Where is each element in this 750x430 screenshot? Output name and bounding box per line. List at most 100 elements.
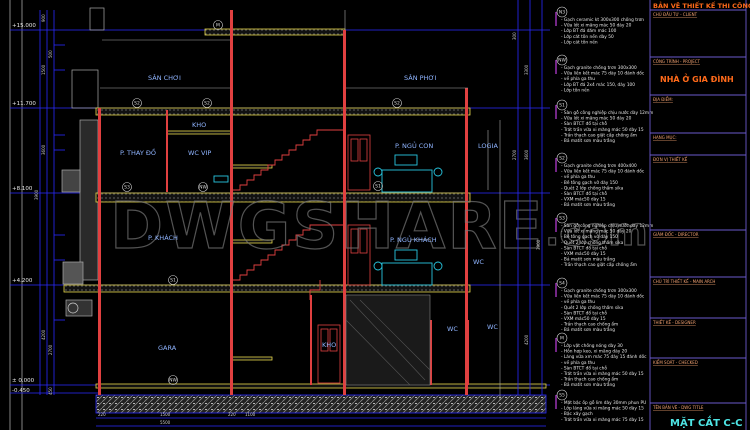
right-dimension-chain	[517, 0, 543, 395]
room-p-khach: P. KHÁCH	[148, 233, 178, 242]
svg-text:S2: S2	[134, 101, 140, 107]
watermark-logo: DWGSHARE	[110, 190, 544, 264]
floor-slabs	[63, 28, 547, 389]
note-line: - về phía ga thu	[561, 74, 595, 82]
note-line: - Bả matit sơn màu trắng	[561, 201, 615, 208]
note-block-s5: S5- Mặt bậc ốp gỗ lim dày 30mm phun PU- …	[555, 389, 646, 423]
note-line: - Láng vữa xm mác 75 dày 15 đánh dốc	[561, 353, 647, 360]
svg-text:S2: S2	[394, 101, 400, 107]
note-tag: S3	[559, 216, 565, 222]
room-kho-bottom: KHO	[322, 341, 336, 349]
note-tag: S5	[559, 393, 565, 399]
dim-text: 5500	[160, 420, 171, 425]
dim-text: 220	[98, 412, 106, 417]
note-block-m: M- Lớp vật chống nóng dày 30- Hỗn hợp ke…	[555, 332, 647, 388]
note-line: - Vữa liên kết mác 75 dày 10 đánh dốc	[561, 168, 645, 175]
dim-text: 4200	[524, 334, 529, 345]
elevation-15000: +15.000	[12, 23, 36, 29]
note-line: - Gạch granite chống trơn 300x300	[561, 287, 637, 294]
note-line: - VXM mác50 dày 15	[561, 315, 606, 322]
dim-text: 220	[228, 412, 236, 417]
floor-finish-notes: N3- Gạch ceramic kt 300x300 chống trơn- …	[555, 6, 653, 423]
room-kho-top: KHO	[192, 121, 206, 129]
project-label: CÔNG TRÌNH - PROJECT	[653, 59, 701, 64]
bottom-dimension-chain	[96, 417, 546, 427]
room-p-ngu-con: P. NGỦ CON	[395, 140, 433, 150]
dim-text: 3600	[41, 144, 46, 155]
note-line: - Bả matit sơn màu trắng	[561, 137, 615, 144]
note-line: - Vữa liên kết mác 75 dày 10 đánh dốc	[561, 70, 645, 77]
staircase	[233, 129, 343, 300]
note-line: - Sàn BTCT đổ tại chỗ	[561, 364, 607, 371]
doors	[317, 134, 371, 384]
note-line: - Hỗn hợp keo, xi măng dày 20	[561, 348, 627, 355]
note-block-s4: S4- Gạch granite chống trơn 300x300- Vữa…	[555, 277, 645, 333]
left-dimension-labels: 900 500 1500 3600 3900 4200 2700 450	[34, 14, 53, 395]
dim-text: 900	[41, 14, 46, 22]
elevation-4200: +4.200	[12, 278, 33, 284]
note-line: - Trát trần vữa xi măng mác 50 dày 15	[561, 369, 644, 377]
note-line: - Trần thạch cao chống ẩm	[561, 375, 618, 383]
note-tag-circle	[556, 332, 568, 344]
elevation-labels: +15.000 +11.700 +8.100 +4.200 ± 0.000 -0…	[12, 23, 36, 394]
note-line: - Bê tông gạch vỡ dày 150	[561, 233, 618, 240]
note-line: - Lớp cát tôn nền dày 50	[561, 32, 614, 40]
room-wc-bottom-2: WC	[487, 323, 498, 331]
floor-tag: S2	[202, 98, 212, 108]
note-block-s3: S3- Sàn gỗ công nghiệp chịu nước dày 12m…	[555, 212, 653, 268]
drawing-frame	[9, 0, 23, 430]
room-san-phoi: SÂN PHƠI	[404, 73, 436, 82]
room-p-ngu-khach: P. NGỦ KHÁCH	[390, 234, 437, 244]
note-line: - Vữa liên kết mác 75 dày 10 đánh dốc	[561, 293, 645, 300]
floor-finish-tags: M S2 S2 S3 NW S1 S2 S1 NW	[122, 20, 402, 385]
dim-text: 1500	[41, 64, 46, 75]
note-line: - Bê tông gạch vỡ dày 150	[561, 179, 618, 186]
room-gara: GARA	[158, 344, 177, 352]
room-labels: SÂN CHƠI SÂN PHƠI KHO P. THAY ĐỒ WC VIP …	[120, 73, 498, 352]
note-line: - Bả matit sơn màu trắng	[561, 256, 615, 263]
right-dimension-labels: 300 2700 3300 3600 3900 4200	[512, 32, 541, 345]
note-line: - về phía ga thu	[561, 358, 595, 366]
elevation-11700: +11.700	[12, 101, 36, 107]
bed-furniture	[213, 154, 443, 286]
note-tag: S4	[559, 281, 565, 287]
floor-tag: M	[213, 20, 223, 30]
designer-label: THIẾT KẾ - DESIGNER	[652, 319, 696, 325]
note-line: - Gạch granite chống trơn 400x400	[561, 162, 637, 169]
dim-text: 3300	[524, 64, 529, 75]
note-tag: S2	[559, 156, 565, 162]
floor-tag: S2	[392, 98, 402, 108]
note-line: - Sàn gỗ công nghiệp chịu nước dày 12mm	[561, 109, 653, 116]
floor-tag: NW	[198, 182, 208, 192]
note-line: - Trần thạch cao giật cấp chống ẩm	[561, 260, 637, 268]
dim-text: 2700	[48, 344, 53, 355]
dwg-title-label: TÊN BẢN VẼ - DWG TITLE	[652, 405, 704, 410]
title-block: BẢN VẼ THIẾT KẾ THI CÔNG CHỦ ĐẦU TƯ - CL…	[649, 0, 750, 430]
room-san-choi: SÂN CHƠI	[148, 73, 181, 82]
left-dimension-chain	[39, 10, 65, 395]
elevation-minus-450: -0.450	[12, 388, 30, 394]
director-label: GIÁM ĐỐC - DIRECTOR	[653, 232, 699, 237]
dim-text: 2700	[512, 149, 517, 160]
note-line: - Gạch ceramic kt 300x300 chống trơn	[561, 16, 644, 23]
note-line: - Bả matit sơn màu trắng	[561, 326, 615, 333]
floor-tag: S2	[132, 98, 142, 108]
walls	[98, 10, 469, 395]
note-line: - Bả matit sơn màu trắng	[561, 381, 615, 388]
floor-tag: S1	[373, 181, 383, 191]
note-line: - Sàn BTCT đổ tại chỗ	[561, 120, 607, 127]
room-wc-vip: WC VIP	[188, 149, 211, 157]
room-p-thay-do: P. THAY ĐỒ	[120, 147, 156, 157]
room-logia: LOGIA	[478, 142, 498, 150]
designer-unit-label: ĐƠN VỊ THIẾT KẾ	[653, 156, 688, 162]
note-line: - về phía ga thu	[561, 297, 595, 305]
note-line: - Lớp BT đá 2x4 mác 150, dày 100	[561, 81, 635, 88]
note-line: - Sàn BTCT đổ tại chỗ	[561, 190, 607, 197]
floor-tag: S1	[168, 275, 178, 285]
client-label: CHỦ ĐẦU TƯ - CLIENT	[653, 12, 698, 17]
title-block-header: BẢN VẼ THIẾT KẾ THI CÔNG	[653, 0, 750, 10]
svg-text:NW: NW	[169, 378, 177, 384]
note-line: - Quét 2 lớp chống thấm sika	[561, 304, 624, 311]
note-line: - Trần thạch cao giật cấp chống ẩm	[561, 130, 637, 138]
